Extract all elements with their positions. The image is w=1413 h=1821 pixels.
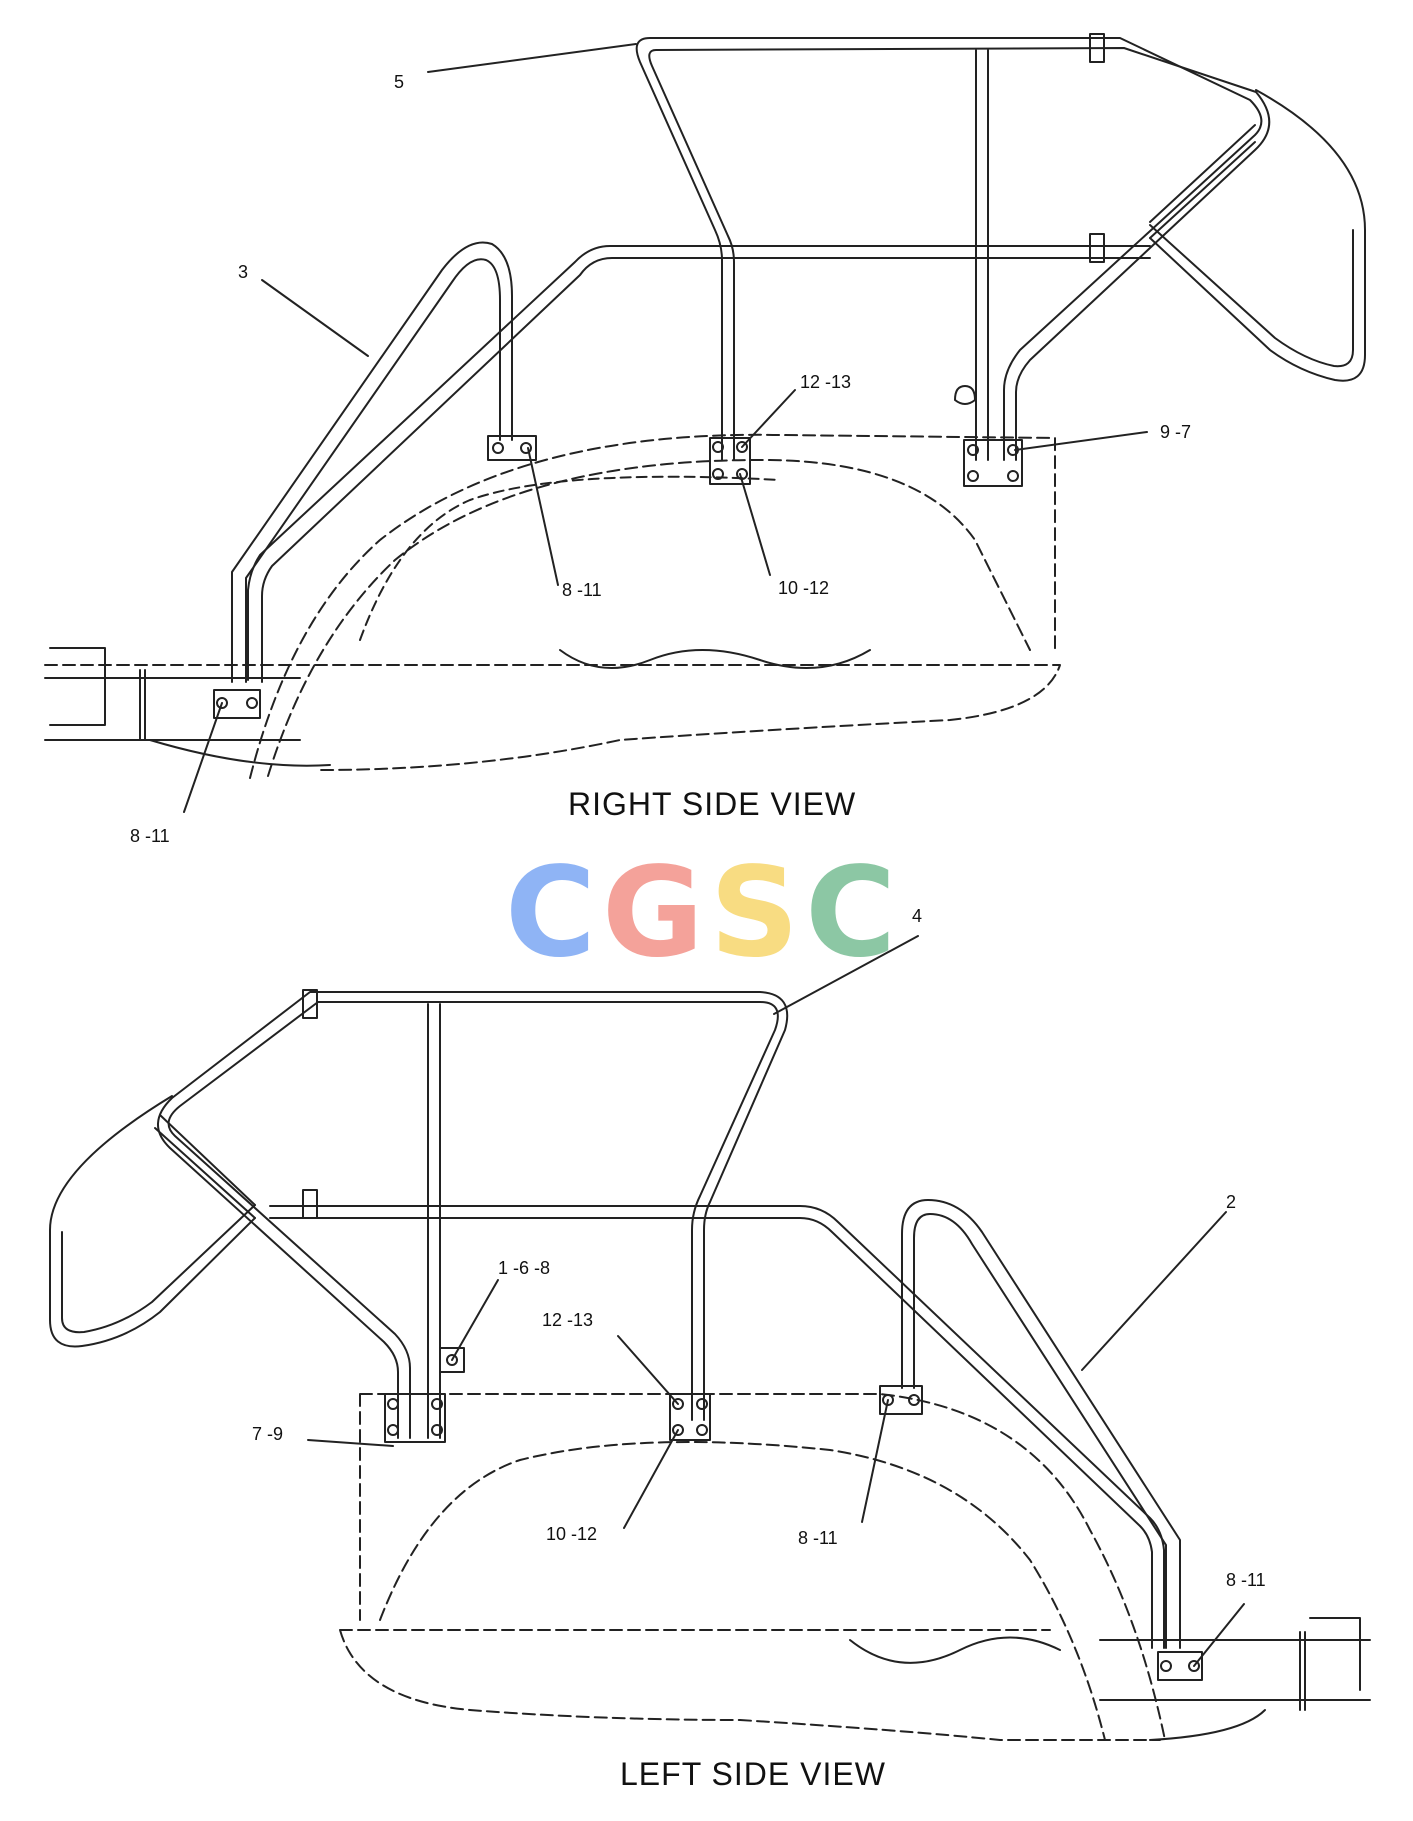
callout-7-9-left: 7 -9 bbox=[252, 1424, 284, 1444]
mid-rail bbox=[247, 245, 1151, 683]
callout-8-11-left-mid: 8 -11 bbox=[798, 1528, 838, 1548]
step-handrail-3 bbox=[231, 241, 513, 683]
callout-12-13-right: 12 -13 bbox=[800, 372, 852, 392]
right-brackets bbox=[213, 385, 1023, 719]
callout-8-11-right-lower: 8 -11 bbox=[130, 826, 170, 846]
callout-1-6-8: 1 -6 -8 bbox=[498, 1258, 551, 1278]
handrail-assembly-5 bbox=[635, 33, 1366, 461]
left-mid-rail bbox=[269, 1205, 1165, 1649]
callout-10-12-right: 10 -12 bbox=[778, 578, 830, 598]
right-leaders bbox=[183, 43, 1148, 813]
callout-9-7-right: 9 -7 bbox=[1160, 422, 1192, 442]
logo-letter: S bbox=[709, 841, 800, 985]
logo-letter: C bbox=[505, 841, 597, 985]
left-side-view-title: LEFT SIDE VIEW bbox=[620, 1756, 886, 1792]
right-side-view-title: RIGHT SIDE VIEW bbox=[568, 786, 857, 822]
left-fender bbox=[339, 1393, 1371, 1741]
callout-8-11-left-right: 8 -11 bbox=[1226, 1570, 1266, 1590]
left-view-drawing bbox=[49, 935, 1371, 1741]
logo-letter: G bbox=[602, 841, 704, 985]
handrail-assembly-4 bbox=[49, 989, 789, 1439]
callout-12-13-left: 12 -13 bbox=[542, 1310, 594, 1330]
step-handrail-2 bbox=[901, 1199, 1181, 1649]
callout-8-11-right-upper: 8 -11 bbox=[562, 580, 602, 600]
callout-10-12-left: 10 -12 bbox=[546, 1524, 598, 1544]
callout-2: 2 bbox=[1226, 1192, 1237, 1212]
callout-5: 5 bbox=[394, 72, 405, 92]
right-fender bbox=[44, 433, 1061, 779]
watermark-logo: C G S C bbox=[505, 841, 897, 985]
right-view-drawing bbox=[44, 33, 1366, 813]
logo-letter: C bbox=[805, 841, 897, 985]
callout-3: 3 bbox=[238, 262, 249, 282]
left-leaders bbox=[307, 935, 1245, 1667]
callout-4: 4 bbox=[912, 906, 923, 926]
